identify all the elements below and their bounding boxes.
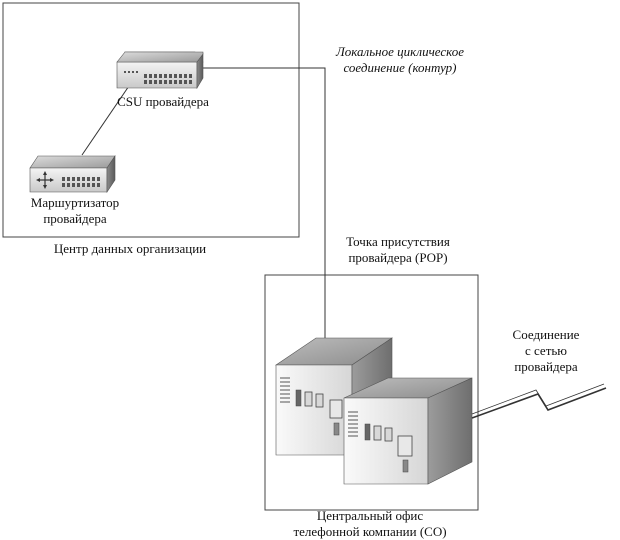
- datacenter-label: Центр данных организации: [53, 241, 207, 256]
- router-device-icon: [29, 155, 116, 193]
- router-csu-line: [81, 79, 134, 156]
- local-loop-label: Локальное циклическое соединение (контур…: [335, 44, 465, 75]
- isp-link-label: Соединение с сетью провайдера: [512, 327, 580, 374]
- central-office-label: Центральный офис телефонной компании (CO…: [293, 508, 447, 539]
- csu-label: CSU провайдера: [117, 94, 209, 109]
- csu-device-icon: [116, 51, 204, 90]
- datacenter-box: [2, 2, 300, 238]
- lightning-link-icon: [471, 387, 607, 419]
- pop-label: Точка присутствия провайдера (POP): [346, 234, 450, 265]
- server-cabinet-right-icon: [343, 377, 473, 485]
- central-office-box: [264, 274, 479, 511]
- local-loop-line: [203, 67, 326, 345]
- router-label: Маршуртизатор провайдера: [30, 195, 120, 226]
